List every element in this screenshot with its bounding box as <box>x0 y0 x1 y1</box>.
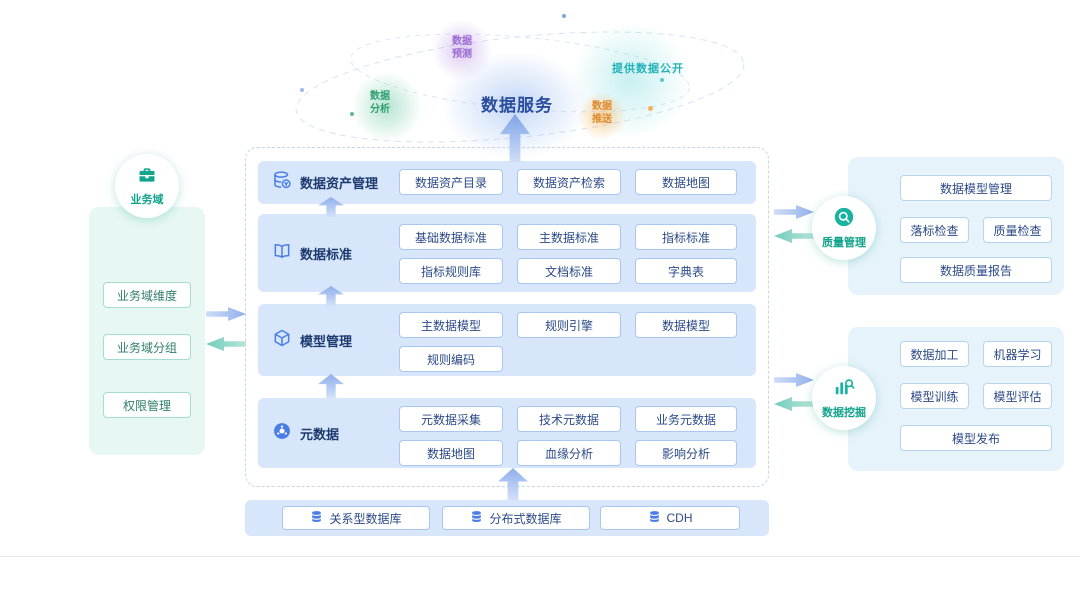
cloud-glow-orange <box>578 92 626 140</box>
layer-data-standard: 数据标准 基础数据标准 主数据标准 指标标准 指标规则库 文档标准 字典表 <box>258 214 756 292</box>
decor-dot <box>648 106 653 111</box>
chip-rule-coding: 规则编码 <box>399 346 503 372</box>
panel-title: 质量管理 <box>822 237 866 249</box>
arrow-domain-to-center <box>206 307 246 321</box>
source-relational-db: 关系型数据库 <box>282 506 430 530</box>
chip-model-evaluation: 模型评估 <box>983 383 1052 409</box>
chip-impact-analysis: 影响分析 <box>635 440 737 466</box>
chip-standard-check: 落标检查 <box>900 217 969 243</box>
chip-master-data-model: 主数据模型 <box>399 312 503 338</box>
decor-dot <box>350 112 354 116</box>
briefcase-icon <box>137 165 157 190</box>
chip-business-metadata: 业务元数据 <box>635 406 737 432</box>
layer-title: 数据资产管理 <box>300 176 379 191</box>
chip-machine-learning: 机器学习 <box>983 341 1052 367</box>
business-domain-badge: 业务域 <box>115 154 179 218</box>
chip-indicator-rule-base: 指标规则库 <box>399 258 503 284</box>
chip-model-training: 模型训练 <box>900 383 969 409</box>
chip-lineage-analysis: 血缘分析 <box>517 440 621 466</box>
decor-dot <box>562 14 566 18</box>
chip-document-standard: 文档标准 <box>517 258 621 284</box>
layer-title: 元数据 <box>300 426 340 442</box>
layer-metadata: 元数据 元数据采集 技术元数据 业务元数据 数据地图 血缘分析 影响分析 <box>258 398 756 468</box>
chip-technical-metadata: 技术元数据 <box>517 406 621 432</box>
mining-chart-icon <box>833 376 855 403</box>
arrow-mining-to-center <box>774 397 814 411</box>
chip-dictionary-table: 字典表 <box>635 258 737 284</box>
center-dashed-container <box>245 147 769 487</box>
chip-business-domain-group: 业务域分组 <box>103 334 191 360</box>
layer-title: 数据标准 <box>300 246 353 262</box>
chip-data-model: 数据模型 <box>635 312 737 338</box>
layer-data-asset-management: 数据资产管理 数据资产目录 数据资产检索 数据地图 <box>258 161 756 204</box>
bottom-divider <box>0 556 1080 557</box>
arrow-quality-to-center <box>774 229 814 243</box>
chip-rule-engine: 规则引擎 <box>517 312 621 338</box>
source-cdh: CDH <box>600 506 740 530</box>
data-asset-icon <box>272 170 292 195</box>
chip-indicator-standard: 指标标准 <box>635 224 737 250</box>
layer-title: 模型管理 <box>300 333 353 349</box>
panel-title: 业务域 <box>130 194 164 206</box>
bubble-data-predict: 数据预测 <box>452 36 472 60</box>
source-distributed-db: 分布式数据库 <box>442 506 590 530</box>
decor-dot <box>660 78 664 82</box>
chip-quality-check: 质量检查 <box>983 217 1052 243</box>
bubble-data-open: 提供数据公开 <box>612 63 684 75</box>
chip-data-quality-report: 数据质量报告 <box>900 257 1052 283</box>
data-mining-badge: 数据挖掘 <box>812 366 876 430</box>
chip-data-map: 数据地图 <box>635 169 737 195</box>
data-sources-bar: 关系型数据库 分布式数据库 CDH <box>245 500 769 536</box>
panel-title: 数据挖掘 <box>822 407 866 419</box>
chip-data-asset-search: 数据资产检索 <box>517 169 621 195</box>
arrow-center-to-domain <box>206 337 246 351</box>
quality-check-icon <box>833 206 855 233</box>
chip-master-data-standard: 主数据标准 <box>517 224 621 250</box>
layer-model-management: 模型管理 主数据模型 规则引擎 数据模型 规则编码 <box>258 304 756 376</box>
metadata-icon <box>272 421 292 446</box>
orbit-decoration <box>295 31 745 143</box>
chip-metadata-collect: 元数据采集 <box>399 406 503 432</box>
bubble-data-analysis: 数据分析 <box>370 91 390 115</box>
database-icon <box>470 510 483 526</box>
source-label: 关系型数据库 <box>329 511 402 526</box>
cloud-title: 数据服务 <box>481 96 553 115</box>
chip-data-map-2: 数据地图 <box>399 440 503 466</box>
standard-book-icon <box>272 241 292 266</box>
database-icon <box>310 510 323 526</box>
chip-permission-management: 权限管理 <box>103 392 191 418</box>
decor-dot <box>300 88 304 92</box>
source-label: CDH <box>666 511 693 525</box>
chip-data-asset-catalog: 数据资产目录 <box>399 169 503 195</box>
chip-model-publish: 模型发布 <box>900 425 1052 451</box>
quality-management-badge: 质量管理 <box>812 196 876 260</box>
chip-data-model-management: 数据模型管理 <box>900 175 1052 201</box>
arrow-center-to-mining <box>774 373 814 387</box>
cloud-glow-green <box>352 72 422 142</box>
source-label: 分布式数据库 <box>489 511 562 526</box>
chip-data-processing: 数据加工 <box>900 341 969 367</box>
arrow-center-to-quality <box>774 205 814 219</box>
chip-business-domain-dimension: 业务域维度 <box>103 282 191 308</box>
model-cube-icon <box>272 328 292 353</box>
cloud-glow-purple <box>432 20 492 80</box>
bubble-data-push: 数据推送 <box>592 101 612 125</box>
database-icon <box>648 510 661 526</box>
chip-basic-data-standard: 基础数据标准 <box>399 224 503 250</box>
